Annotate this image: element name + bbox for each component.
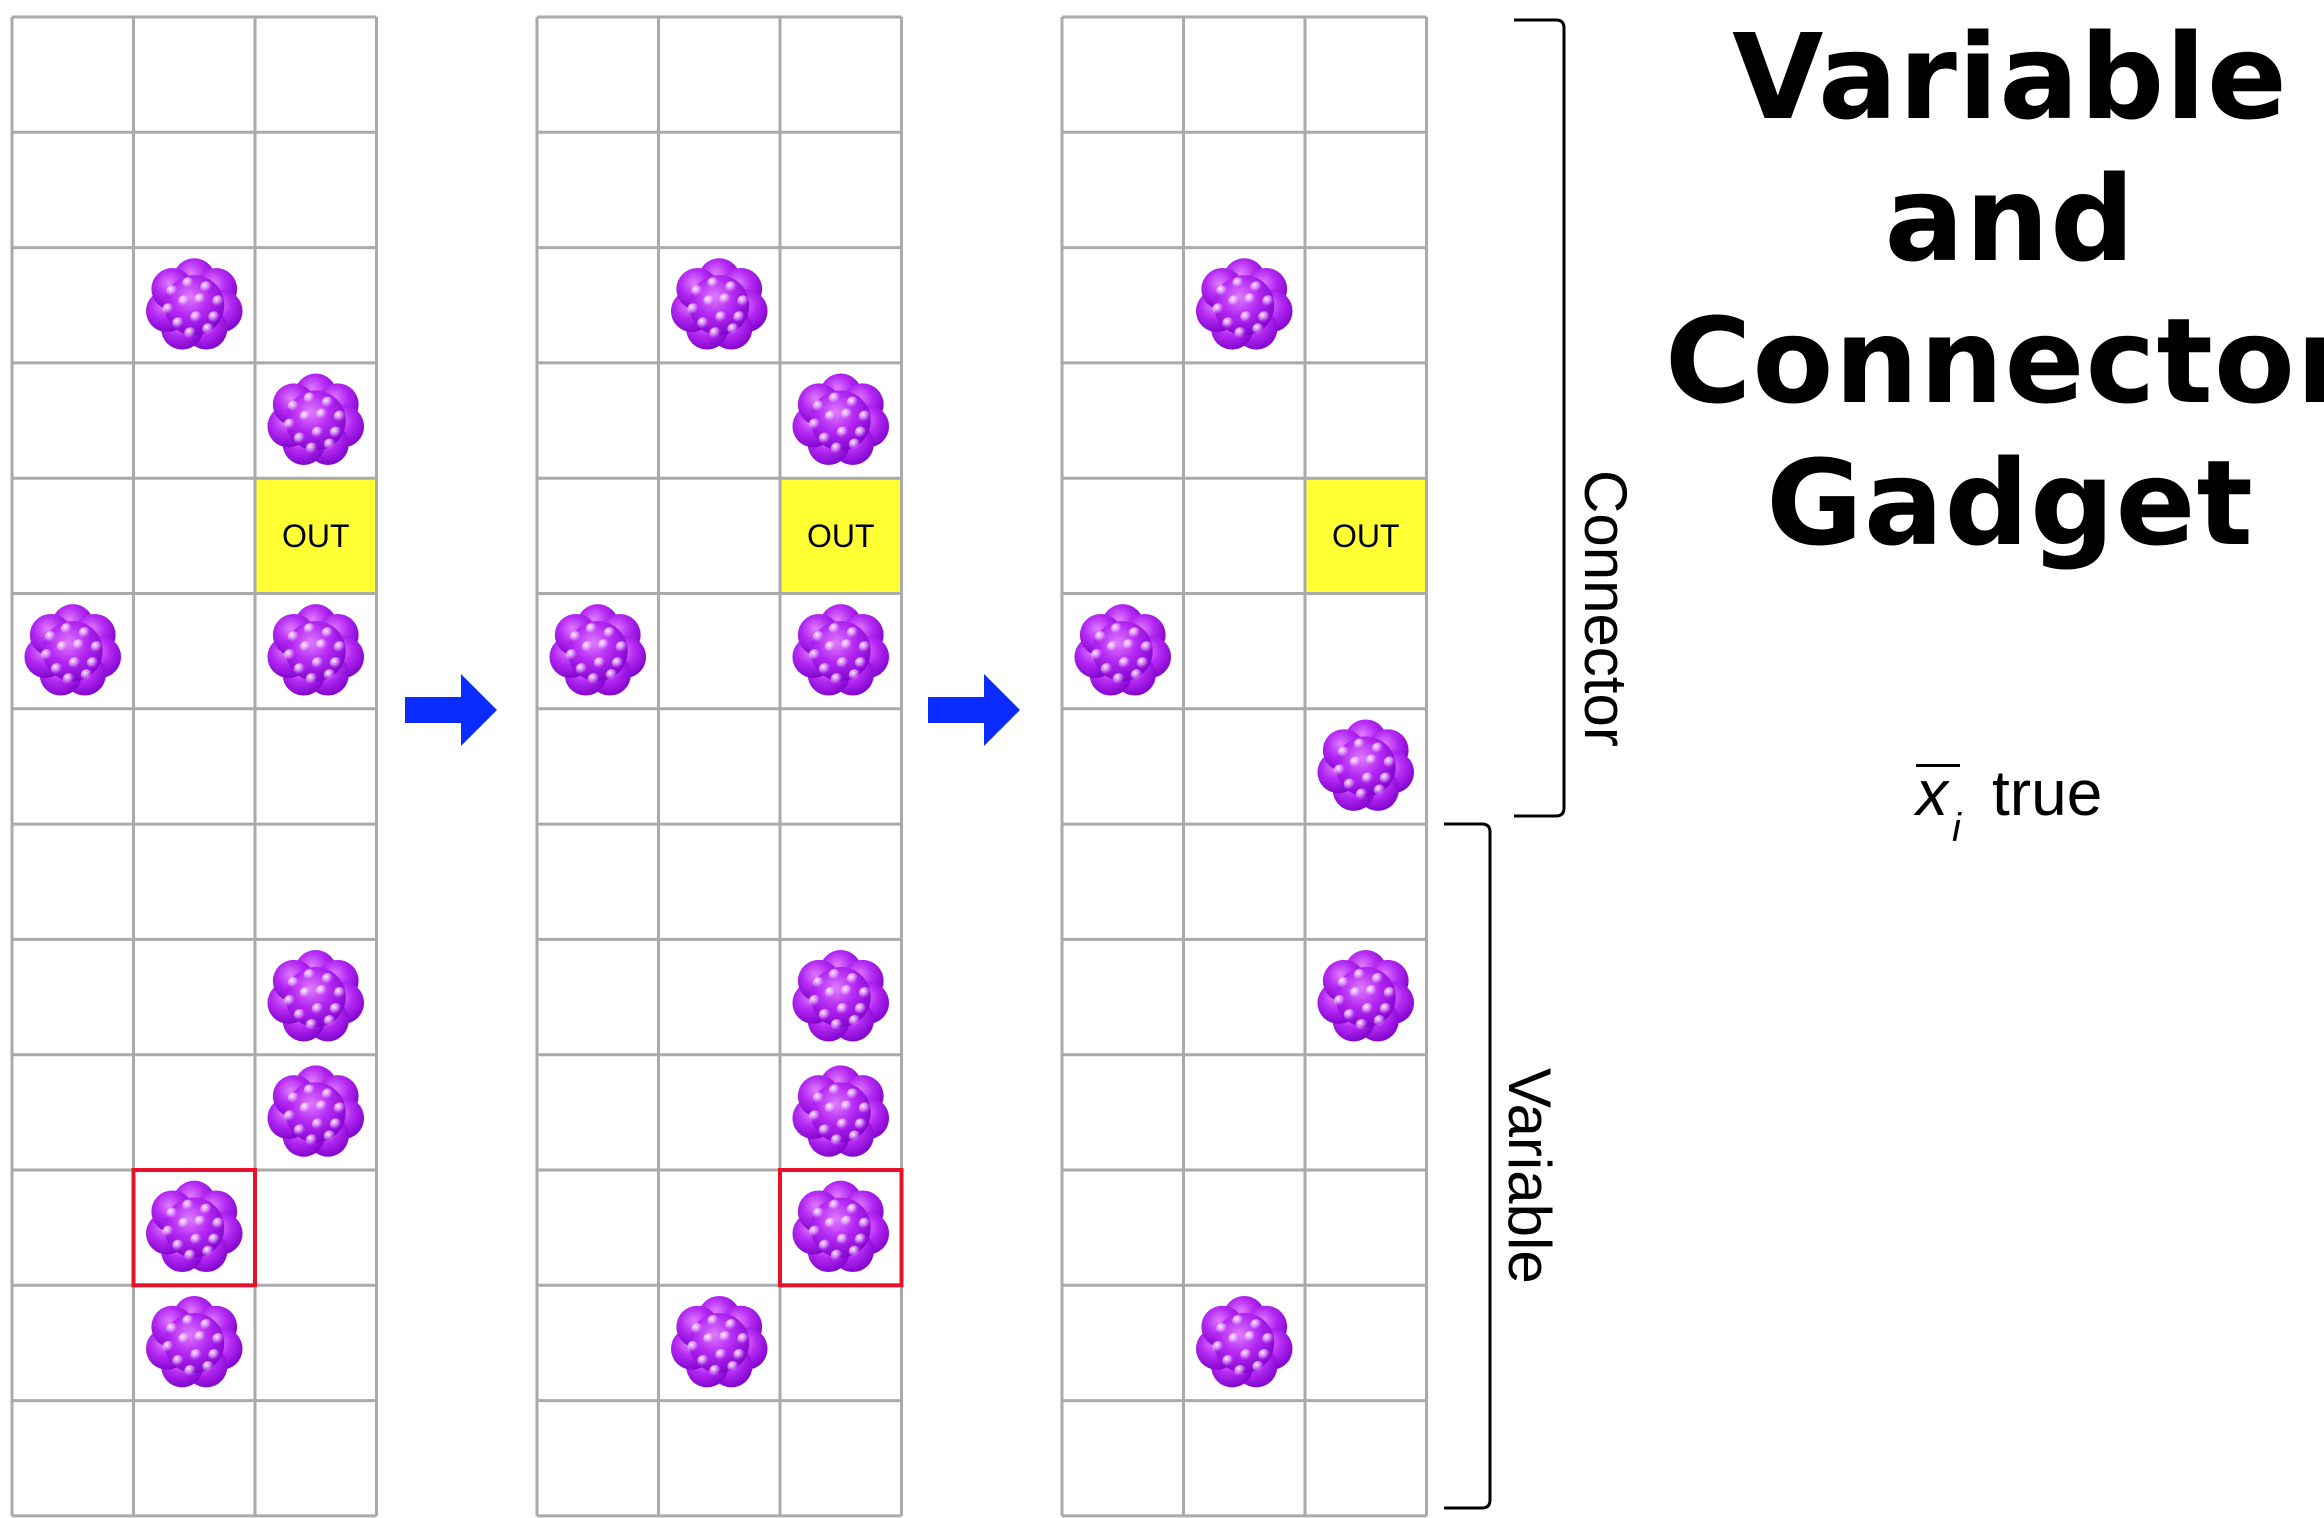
gadget-title: Variable and Connector Gadget xyxy=(1660,6,2324,574)
out-cell xyxy=(780,478,902,594)
title-line: and xyxy=(1884,150,2136,288)
out-label: OUT xyxy=(807,518,875,554)
variable-label: Variable xyxy=(1496,1068,1563,1284)
title-line: Variable xyxy=(1732,8,2288,146)
out-label: OUT xyxy=(1332,518,1400,554)
grid-lines xyxy=(535,15,903,1518)
negation-bar xyxy=(1916,764,1960,767)
purple-blob-icon xyxy=(267,373,365,465)
variable-state: x i true xyxy=(1900,750,2240,850)
title-line: Connector xyxy=(1664,292,2324,430)
purple-blob-icon xyxy=(145,258,243,350)
purple-blob-icon xyxy=(549,604,647,696)
purple-blob-icon xyxy=(1317,719,1415,811)
variable-bracket xyxy=(1444,822,1492,1510)
purple-blob-icon xyxy=(267,604,365,696)
variable-symbol: x xyxy=(1916,757,1948,829)
purple-blob-icon xyxy=(792,1065,890,1157)
right-arrow-icon xyxy=(928,674,1020,746)
board-after: OUT xyxy=(1060,15,1428,1518)
purple-blob-icon xyxy=(670,1295,768,1388)
purple-blob-icon xyxy=(792,950,890,1042)
purple-blob-icon xyxy=(792,373,890,465)
connector-bracket xyxy=(1514,18,1566,818)
purple-blob-icon xyxy=(1317,950,1415,1042)
purple-blob-icon xyxy=(145,1180,243,1273)
title-line: Gadget xyxy=(1766,434,2254,572)
grid-lines xyxy=(1060,15,1428,1518)
purple-blob-icon xyxy=(145,1295,243,1388)
purple-blob-icon xyxy=(792,604,890,696)
purple-blob-icon xyxy=(267,950,365,1042)
purple-blob-icon xyxy=(1195,258,1293,350)
purple-blob-icon xyxy=(24,604,122,696)
purple-blob-icon xyxy=(792,1180,890,1273)
out-cell xyxy=(1305,478,1427,594)
right-arrow-icon xyxy=(405,674,497,746)
purple-blob-icon xyxy=(267,1065,365,1157)
purple-blob-icon xyxy=(1195,1295,1293,1388)
variable-value: true xyxy=(1992,757,2103,829)
out-cell xyxy=(255,478,377,594)
connector-label: Connector xyxy=(1572,470,1639,747)
purple-blob-icon xyxy=(670,258,768,350)
variable-index: i xyxy=(1952,806,1961,850)
purple-blob-icon xyxy=(1074,604,1172,696)
board-before: OUT xyxy=(10,15,378,1518)
highlight-box xyxy=(131,1168,257,1288)
board-middle: OUT xyxy=(535,15,904,1518)
highlight-box xyxy=(778,1168,904,1288)
out-label: OUT xyxy=(282,518,350,554)
grid-lines xyxy=(10,15,378,1518)
